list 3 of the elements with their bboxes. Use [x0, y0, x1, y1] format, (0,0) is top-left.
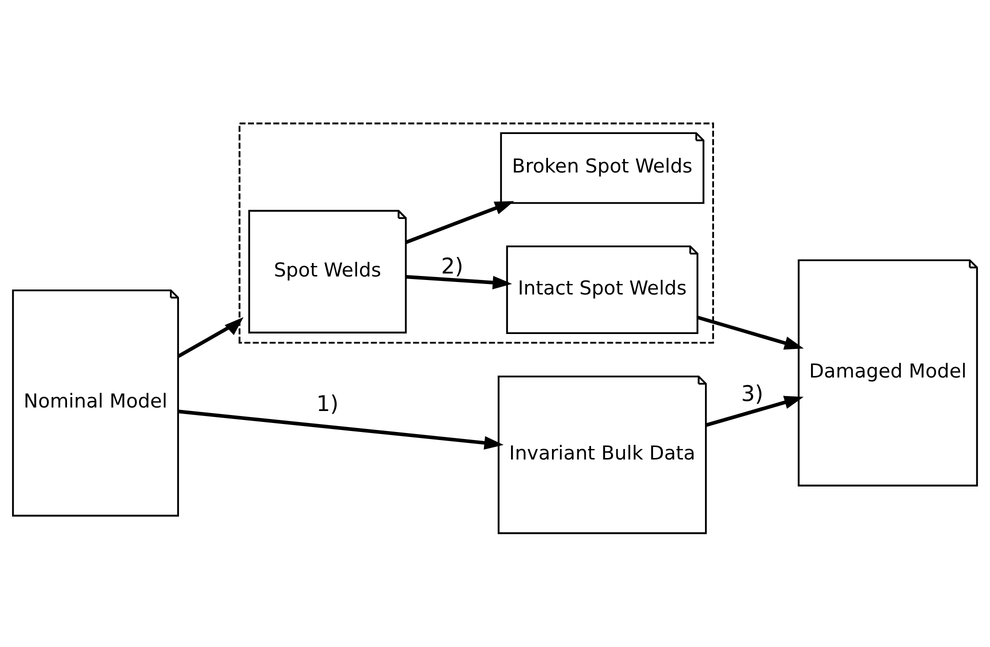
edge-label: 2) [441, 254, 464, 280]
edge-label: 1) [316, 392, 339, 417]
edge-label: 3) [741, 382, 764, 408]
